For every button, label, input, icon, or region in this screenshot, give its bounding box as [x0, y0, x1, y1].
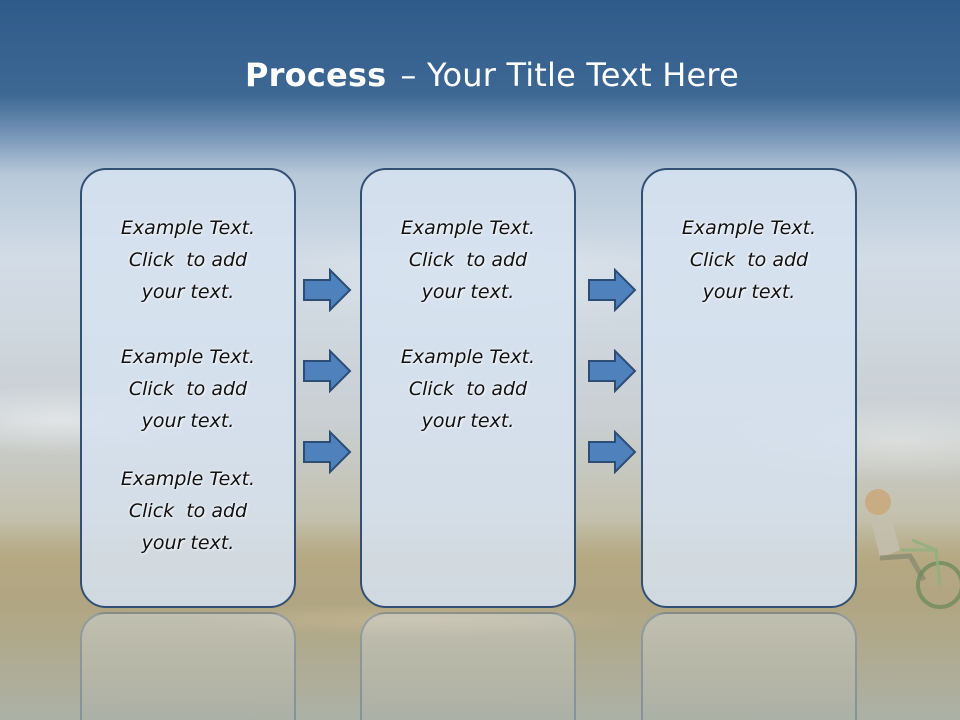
text-line: your text.	[141, 281, 235, 303]
box-reflection-3	[641, 612, 857, 720]
text-line: Example Text.	[400, 346, 536, 368]
right-arrow-icon	[303, 268, 352, 312]
text-block[interactable]: Example Text. Click to add your text.	[643, 212, 855, 308]
slide-title[interactable]: Process – Your Title Text Here	[0, 52, 960, 98]
text-line: Click to add	[408, 378, 528, 400]
box-reflection-1	[80, 612, 296, 720]
cyclist-image	[865, 489, 960, 609]
process-box-2[interactable]: Example Text. Click to add your text. Ex…	[360, 168, 576, 608]
text-line: your text.	[421, 281, 515, 303]
text-line: your text.	[141, 532, 235, 554]
right-arrow-icon	[588, 430, 637, 474]
text-line: Click to add	[128, 378, 248, 400]
right-arrow-icon	[588, 349, 637, 393]
process-box-1[interactable]: Example Text. Click to add your text. Ex…	[80, 168, 296, 608]
text-block[interactable]: Example Text. Click to add your text.	[362, 212, 574, 308]
text-line: Example Text.	[120, 346, 256, 368]
text-block[interactable]: Example Text. Click to add your text.	[82, 212, 294, 308]
right-arrow-icon	[303, 349, 352, 393]
text-line: Click to add	[128, 500, 248, 522]
text-line: your text.	[421, 410, 515, 432]
right-arrow-icon	[303, 430, 352, 474]
title-bold: Process	[245, 56, 387, 94]
text-line: Example Text.	[120, 217, 256, 239]
text-line: your text.	[702, 281, 796, 303]
text-block[interactable]: Example Text. Click to add your text.	[82, 341, 294, 437]
process-box-3[interactable]: Example Text. Click to add your text.	[641, 168, 857, 608]
right-arrow-icon	[588, 268, 637, 312]
title-rest: – Your Title Text Here	[400, 56, 739, 94]
text-line: Example Text.	[400, 217, 536, 239]
text-line: Click to add	[408, 249, 528, 271]
text-line: Example Text.	[120, 468, 256, 490]
text-block[interactable]: Example Text. Click to add your text.	[82, 463, 294, 559]
text-line: your text.	[141, 410, 235, 432]
text-line: Click to add	[689, 249, 809, 271]
text-line: Example Text.	[681, 217, 817, 239]
text-block[interactable]: Example Text. Click to add your text.	[362, 341, 574, 437]
text-line: Click to add	[128, 249, 248, 271]
box-reflection-2	[360, 612, 576, 720]
